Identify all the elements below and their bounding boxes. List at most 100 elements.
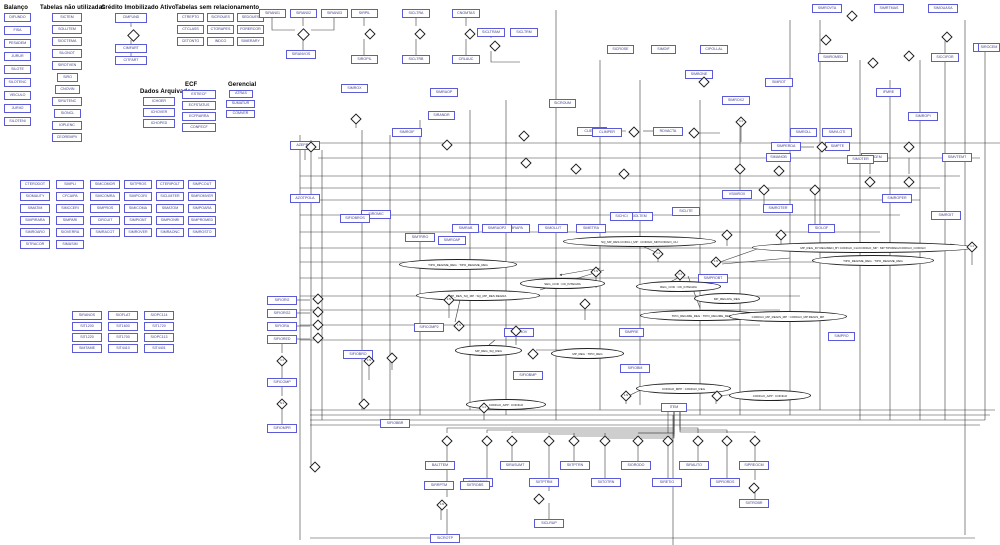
- entity-box[interactable]: CLIMPER: [592, 128, 622, 137]
- entity-box[interactable]: CIMFUND: [115, 13, 147, 23]
- entity-box[interactable]: SITRACOR: [20, 240, 50, 249]
- entity-box[interactable]: SIMOLLIT: [538, 224, 568, 233]
- relationship-diamond[interactable]: [297, 28, 310, 41]
- entity-box[interactable]: SICHCI: [610, 212, 633, 221]
- entity-box[interactable]: SILOTENC: [4, 78, 31, 87]
- entity-box[interactable]: SIMPCOUT: [188, 180, 216, 189]
- entity-box[interactable]: CRLAUC: [452, 55, 480, 64]
- entity-box[interactable]: VSIMROX: [722, 190, 752, 199]
- entity-box[interactable]: CEOREMPV: [52, 133, 82, 142]
- entity-box[interactable]: AZEPROR: [290, 141, 320, 150]
- entity-box[interactable]: SIMROSTO: [188, 228, 216, 237]
- relationship-diamond[interactable]: [867, 57, 879, 69]
- entity-box[interactable]: SIMTAME: [72, 344, 102, 353]
- entity-box[interactable]: SIMATIM: [20, 204, 50, 213]
- entity-box[interactable]: SIMICOMA: [124, 204, 152, 213]
- entity-box[interactable]: SIMROLL: [790, 128, 817, 137]
- entity-box[interactable]: SIMROT: [765, 78, 793, 87]
- entity-box[interactable]: SIMROVTA: [812, 4, 842, 13]
- entity-box[interactable]: SIMPIONRI: [156, 216, 184, 225]
- relationship-diamond[interactable]: [618, 168, 630, 180]
- attribute-ellipse[interactable]: SEG_COD : CD_INTEGRA: [520, 278, 605, 289]
- entity-box[interactable]: SIMPOARA: [188, 204, 216, 213]
- entity-box[interactable]: SIMOTER: [847, 155, 874, 164]
- relationship-diamond[interactable]: [632, 435, 644, 447]
- attribute-ellipse[interactable]: CODIGO_MP_REGIS_MP : CODIGO_MP:REGIS_MP: [729, 311, 847, 322]
- entity-box[interactable]: CONFECF: [182, 123, 216, 132]
- entity-box[interactable]: SIRUTENC: [52, 97, 82, 106]
- entity-box[interactable]: SICLRUP: [534, 519, 564, 528]
- relationship-diamond[interactable]: [758, 184, 770, 196]
- entity-box[interactable]: ICHOER: [143, 97, 175, 106]
- relationship-diamond[interactable]: [414, 28, 426, 40]
- relationship-diamond[interactable]: [358, 398, 370, 410]
- entity-box[interactable]: SIMVTEMT: [942, 153, 972, 162]
- attribute-ellipse[interactable]: REG_COD : CD_INTEGRA: [636, 281, 721, 292]
- attribute-ellipse[interactable]: MP_REG_RY:REGIMEN_BY:CODIGO_CLI/CODIGO_M…: [752, 242, 974, 253]
- relationship-diamond[interactable]: [773, 165, 785, 177]
- entity-box[interactable]: CTERODOT: [20, 180, 50, 189]
- relationship-diamond[interactable]: [518, 130, 530, 142]
- entity-box[interactable]: SIROPIL: [351, 55, 378, 64]
- entity-box[interactable]: SIRANOS: [72, 311, 102, 320]
- entity-box[interactable]: SICTEM: [52, 13, 82, 22]
- entity-box[interactable]: SIMPERDA: [771, 142, 801, 151]
- entity-box[interactable]: SICLTRA: [402, 9, 430, 18]
- relationship-diamond[interactable]: [662, 435, 674, 447]
- entity-box[interactable]: SIITROBS: [460, 481, 490, 490]
- entity-box[interactable]: SIMOUASA: [928, 4, 958, 13]
- entity-box[interactable]: SIMERARY: [237, 37, 264, 46]
- entity-box[interactable]: SICLTRB: [402, 55, 430, 64]
- relationship-diamond[interactable]: [364, 28, 376, 40]
- entity-box[interactable]: SIMCOMRA: [90, 192, 120, 201]
- entity-box[interactable]: SIMROIF: [392, 128, 422, 137]
- entity-box[interactable]: CIMFART: [115, 44, 147, 53]
- relationship-diamond[interactable]: [464, 28, 476, 40]
- attribute-ellipse[interactable]: TIPO_REGIME_REG : TIPO_REGIME_REG: [399, 259, 517, 270]
- entity-box[interactable]: SICCIFOR: [931, 53, 959, 62]
- relationship-diamond[interactable]: [441, 139, 453, 151]
- entity-box[interactable]: SIROCEM: [978, 43, 1000, 52]
- entity-box[interactable]: SIPRORDS: [710, 478, 740, 487]
- relationship-diamond[interactable]: [312, 306, 324, 318]
- relationship-diamond[interactable]: [688, 127, 700, 139]
- entity-box[interactable]: SIONCL: [54, 109, 81, 118]
- entity-box[interactable]: SIMTRRO: [405, 233, 435, 242]
- entity-box[interactable]: SIMROIT: [931, 211, 961, 220]
- entity-box[interactable]: SIMPIRARA: [20, 216, 50, 225]
- relationship-diamond[interactable]: [628, 126, 640, 138]
- entity-box[interactable]: SIMETRA: [576, 224, 606, 233]
- entity-box[interactable]: SIT1700: [108, 333, 138, 342]
- entity-box[interactable]: CFCAIPA: [56, 192, 84, 201]
- entity-box[interactable]: SIRAN02: [290, 9, 317, 18]
- entity-box[interactable]: SIMOIF: [651, 45, 676, 54]
- relationship-diamond[interactable]: [749, 435, 761, 447]
- entity-box[interactable]: SUMATUR: [226, 100, 255, 108]
- entity-box[interactable]: SIMROX: [341, 84, 368, 93]
- entity-box[interactable]: SIMROX2: [722, 96, 750, 105]
- entity-box[interactable]: COMVER: [226, 110, 255, 118]
- relationship-diamond[interactable]: [312, 332, 324, 344]
- relationship-diamond[interactable]: [903, 141, 915, 153]
- entity-box[interactable]: SIT1720: [144, 322, 174, 331]
- entity-box[interactable]: SIOPC114: [144, 311, 174, 320]
- entity-box[interactable]: SIMVLOTI: [822, 128, 852, 137]
- entity-box[interactable]: SIOPC113: [144, 333, 174, 342]
- entity-box[interactable]: SIFIORED: [267, 335, 297, 344]
- entity-box[interactable]: CIPOLLAL: [700, 45, 728, 54]
- entity-box[interactable]: JURUR: [4, 52, 31, 61]
- relationship-diamond[interactable]: [506, 435, 518, 447]
- entity-box[interactable]: SIMRAONC: [156, 228, 184, 237]
- entity-box[interactable]: SICLTRAM: [477, 28, 505, 37]
- entity-box[interactable]: SIRANDR: [428, 111, 455, 120]
- entity-box[interactable]: SIT4410: [108, 344, 138, 353]
- relationship-diamond[interactable]: [748, 482, 760, 494]
- entity-box[interactable]: SIMASIM: [56, 240, 84, 249]
- relationship-diamond[interactable]: [820, 34, 832, 46]
- entity-box[interactable]: SIMRAB: [452, 224, 479, 233]
- entity-box[interactable]: SIFICOMP2: [414, 323, 444, 332]
- relationship-diamond[interactable]: [903, 176, 915, 188]
- relationship-diamond[interactable]: [809, 184, 821, 196]
- entity-box[interactable]: PESADEM: [4, 39, 31, 48]
- relationship-diamond[interactable]: [312, 319, 324, 331]
